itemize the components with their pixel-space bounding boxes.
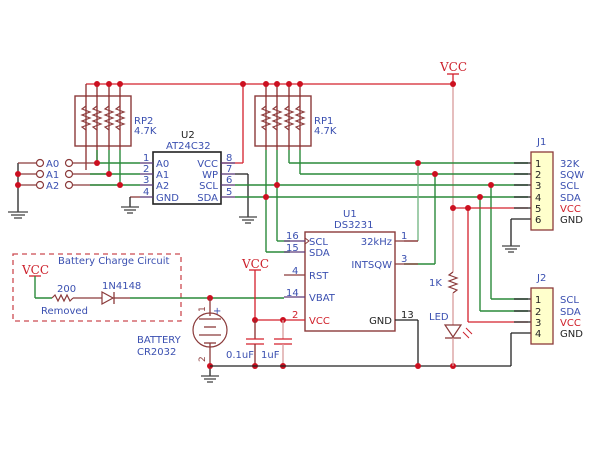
chip-u1: [284, 231, 419, 366]
u2-part: AT24C32: [166, 141, 211, 152]
led-label: LED: [429, 312, 449, 323]
u2-pin-num-1: 1: [143, 153, 149, 164]
u1-pin-gnd: GND: [369, 316, 392, 327]
vcc-bus: [86, 73, 459, 272]
j2-pin-gnd: GND: [560, 329, 583, 340]
j2-pin-num-3: 3: [535, 318, 541, 329]
battery-plus: +: [213, 306, 221, 317]
chip-u2: [140, 151, 235, 205]
u2-pin-a2: A2: [156, 181, 169, 192]
battery-symbol: [192, 298, 228, 383]
u2-ref: U2: [181, 130, 195, 141]
j1-pin-sqw: SQW: [560, 170, 584, 181]
u1-pin-vbat: VBAT: [309, 293, 336, 304]
j1-pin-scl: SCL: [560, 181, 579, 192]
decoupling-caps: [246, 269, 292, 369]
j1-pin-num-3: 3: [535, 181, 541, 192]
battery-charge-circuit: [12, 253, 284, 322]
j2-pin-num-4: 4: [535, 329, 541, 340]
u2-pin-scl: SCL: [199, 181, 218, 192]
cap2-value: 1uF: [261, 350, 280, 361]
ground-bus: [210, 363, 511, 369]
rp1-value: 4.7K: [314, 126, 337, 137]
j2-pin-num-2: 2: [535, 307, 541, 318]
u1-pin-num-2: 2: [292, 310, 298, 321]
battery-label: BATTERY: [137, 335, 182, 346]
u2-pin-num-2: 2: [143, 164, 149, 175]
resistor-pack-rp1: [240, 81, 312, 150]
u2-pin-num-6: 6: [226, 175, 232, 186]
j1-ref: J1: [536, 137, 546, 148]
j1-pin-gnd: GND: [560, 215, 583, 226]
jumper-label-a1: A1: [46, 170, 59, 181]
led-resistor-value: 1K: [429, 278, 442, 289]
charge-resistor-note: Removed: [41, 306, 88, 317]
vcc-label-top: VCC: [439, 60, 467, 74]
u2-pin-a0: A0: [156, 159, 169, 170]
j1-pin-num-1: 1: [535, 159, 541, 170]
j2-pin-num-1: 1: [535, 295, 541, 306]
u1-pin-intsqw: INTSQW: [351, 260, 392, 271]
u2-pin-gnd: GND: [156, 193, 179, 204]
wp-ground: [235, 173, 257, 224]
u1-ref: U1: [343, 209, 357, 220]
u1-pin-scl: SCL: [309, 237, 328, 248]
cap1-value: 0.1uF: [226, 350, 254, 361]
j1-pin-vcc: VCC: [560, 204, 581, 215]
battery-part: CR2032: [137, 347, 176, 358]
address-jumper-wiring: [8, 150, 140, 219]
u1-pin-num-1: 1: [401, 231, 407, 242]
u2-pin-num-5: 5: [226, 187, 232, 198]
resistor-pack-rp2: [74, 81, 132, 170]
u1-pin-num-14: 14: [286, 288, 299, 299]
u2-pin-vcc: VCC: [197, 159, 218, 170]
connector-j2: [510, 287, 554, 366]
vcc-label-caps: VCC: [241, 257, 269, 271]
j2-ref: J2: [536, 273, 546, 284]
u1-pin-num-15: 15: [286, 243, 299, 254]
charge-resistor-value: 200: [57, 284, 76, 295]
j1-pin-num-2: 2: [535, 170, 541, 181]
u1-pin-num-4: 4: [292, 266, 298, 277]
j1-pin-sda: SDA: [560, 193, 581, 204]
jumper-label-a0: A0: [46, 159, 59, 170]
u1-pin-num-13: 13: [401, 310, 414, 321]
connector-j1: [502, 151, 554, 253]
j2-pin-vcc: VCC: [560, 318, 581, 329]
battery-pin-1: 1: [198, 306, 208, 312]
battery-pin-2: 2: [198, 356, 208, 362]
u2-pin-num-7: 7: [226, 164, 232, 175]
u2-pin-sda: SDA: [197, 193, 218, 204]
j2-pin-sda: SDA: [560, 307, 581, 318]
u1-pin-num-16: 16: [286, 231, 299, 242]
u1-pin-32khz: 32kHz: [361, 237, 392, 248]
rp1-ref: RP1: [314, 116, 333, 127]
led-indicator: [443, 271, 473, 366]
u2-pin-wp: WP: [202, 170, 218, 181]
j1-pin-num-4: 4: [535, 193, 541, 204]
rp2-ref: RP2: [134, 116, 153, 127]
u2-pin-num-3: 3: [143, 175, 149, 186]
u1-pin-rst: RST: [309, 271, 329, 282]
u2-pin-num-8: 8: [226, 153, 232, 164]
charge-circuit-title: Battery Charge Circuit: [58, 256, 170, 267]
u2-pin-num-4: 4: [143, 187, 149, 198]
u1-pin-num-3: 3: [401, 254, 407, 265]
j1-pin-32k: 32K: [560, 159, 580, 170]
j1-pin-num-6: 6: [535, 215, 541, 226]
vcc-label-charge: VCC: [21, 263, 49, 277]
u1-pin-vcc: VCC: [309, 316, 330, 327]
j1-pin-num-5: 5: [535, 204, 541, 215]
u2-pin-a1: A1: [156, 170, 169, 181]
rp2-value: 4.7K: [134, 126, 157, 137]
u1-part: DS3231: [334, 220, 374, 231]
charge-diode-label: 1N4148: [102, 281, 141, 292]
jumper-label-a2: A2: [46, 181, 59, 192]
j2-pin-scl: SCL: [560, 295, 579, 306]
u1-pin-sda: SDA: [309, 248, 330, 259]
